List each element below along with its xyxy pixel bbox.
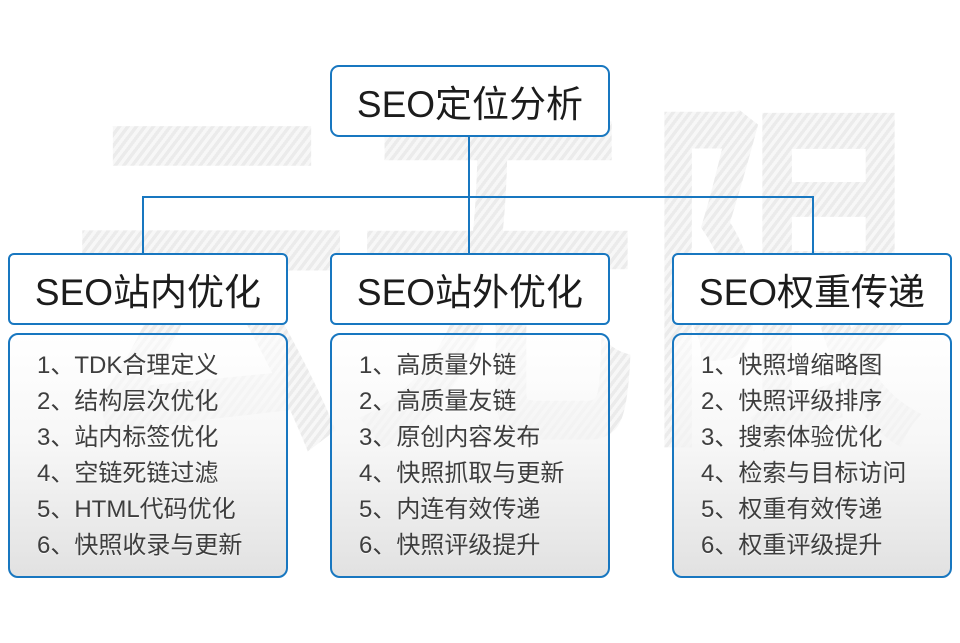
connector-horizontal-bus [142, 196, 814, 198]
weight-item-list: 1、快照增缩略图 2、快照评级排序 3、搜索体验优化 4、检索与目标访问 5、权… [674, 335, 950, 564]
list-item: 1、高质量外链 [359, 352, 517, 379]
onsite-item-list: 1、TDK合理定义 2、结构层次优化 3、站内标签优化 4、空链死链过滤 5、H… [10, 335, 286, 564]
list-item: 5、HTML代码优化 [37, 496, 236, 523]
node-seo-positioning-analysis: SEO定位分析 [330, 65, 610, 137]
node-weight-transfer: SEO权重传递 [672, 253, 952, 325]
list-item: 2、快照评级排序 [701, 388, 883, 415]
list-item: 2、高质量友链 [359, 388, 517, 415]
list-item: 3、原创内容发布 [359, 424, 541, 451]
list-item: 6、快照评级提升 [359, 532, 541, 559]
connector-root-vertical [468, 137, 470, 198]
list-item: 6、快照收录与更新 [37, 532, 243, 559]
panel-weight-items: 1、快照增缩略图 2、快照评级排序 3、搜索体验优化 4、检索与目标访问 5、权… [672, 333, 952, 578]
offsite-item-list: 1、高质量外链 2、高质量友链 3、原创内容发布 4、快照抓取与更新 5、内连有… [332, 335, 608, 564]
list-item: 6、权重评级提升 [701, 532, 883, 559]
connector-middle-drop [468, 198, 470, 253]
panel-offsite-items: 1、高质量外链 2、高质量友链 3、原创内容发布 4、快照抓取与更新 5、内连有… [330, 333, 610, 578]
list-item: 3、搜索体验优化 [701, 424, 883, 451]
list-item: 5、内连有效传递 [359, 496, 541, 523]
panel-onsite-items: 1、TDK合理定义 2、结构层次优化 3、站内标签优化 4、空链死链过滤 5、H… [8, 333, 288, 578]
list-item: 1、快照增缩略图 [701, 352, 883, 379]
list-item: 4、检索与目标访问 [701, 460, 907, 487]
column-header-label: SEO站内优化 [34, 272, 262, 313]
list-item: 5、权重有效传递 [701, 496, 883, 523]
list-item: 2、结构层次优化 [37, 388, 219, 415]
node-offsite-optimization: SEO站外优化 [330, 253, 610, 325]
node-onsite-optimization: SEO站内优化 [8, 253, 288, 325]
list-item: 4、快照抓取与更新 [359, 460, 565, 487]
column-header-label: SEO站外优化 [356, 272, 584, 313]
root-node-label: SEO定位分析 [356, 84, 584, 125]
connector-left-drop [142, 198, 144, 253]
list-item: 4、空链死链过滤 [37, 460, 219, 487]
connector-right-drop [812, 198, 814, 253]
list-item: 1、TDK合理定义 [37, 352, 219, 379]
list-item: 3、站内标签优化 [37, 424, 219, 451]
column-header-label: SEO权重传递 [698, 272, 926, 313]
